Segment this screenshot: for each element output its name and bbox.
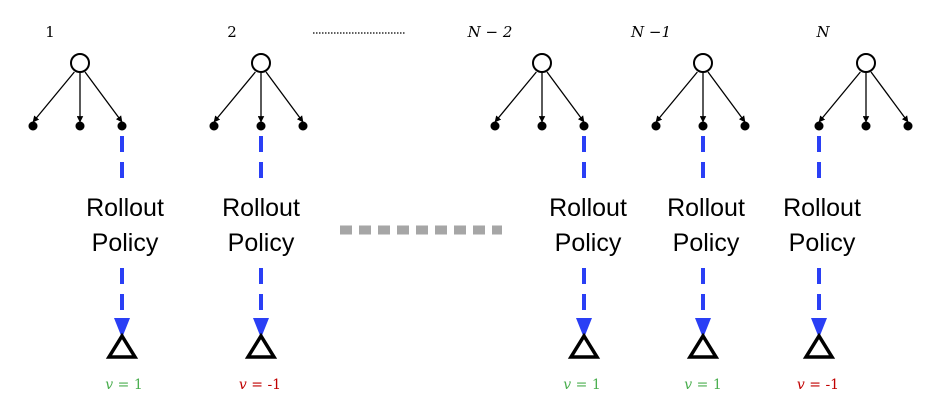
outcome-value-label: v = 1 [105, 377, 142, 393]
policy-label-line1: Rollout [86, 194, 164, 222]
child-node [698, 121, 708, 131]
outcome-value-label: v = 1 [684, 377, 721, 393]
child-node [537, 121, 547, 131]
tree-branch [546, 71, 585, 123]
child-node [298, 121, 308, 131]
outcome-value-variable: v [105, 377, 113, 393]
outcome-value-variable: v [563, 377, 571, 393]
tree-branch [213, 71, 256, 123]
outcome-value-label: v = -1 [239, 377, 281, 393]
policy-label-line1: Rollout [783, 194, 861, 222]
rollout-index-label: 2 [227, 23, 237, 41]
rollout-index-label: N [815, 23, 830, 41]
child-node [814, 121, 824, 131]
tree-branch [818, 71, 861, 123]
rollout-arrowhead [695, 318, 711, 338]
child-node [740, 121, 750, 131]
outcome-value-number: = 1 [113, 377, 143, 393]
child-node [28, 121, 38, 131]
outcome-value-label: v = 1 [563, 377, 600, 393]
terminal-triangle-icon [686, 332, 720, 359]
outcome-value-label: v = -1 [797, 377, 839, 393]
policy-label-line1: Rollout [222, 194, 300, 222]
policy-label-line2: Policy [789, 229, 856, 257]
child-node [75, 121, 85, 131]
rollout-arrowhead [811, 318, 827, 338]
child-node [256, 121, 266, 131]
tree-branch [707, 71, 746, 123]
tree-branch [655, 71, 698, 123]
tree-branch [494, 71, 537, 123]
terminal-triangle-icon [105, 332, 139, 359]
child-node [861, 121, 871, 131]
outcome-value-variable: v [797, 377, 805, 393]
policy-label-line2: Policy [228, 229, 295, 257]
terminal-triangle-icon [567, 332, 601, 359]
child-node [651, 121, 661, 131]
rollout-arrowhead [114, 318, 130, 338]
root-node [532, 53, 552, 73]
rollout-arrowhead [253, 318, 269, 338]
policy-label-line2: Policy [555, 229, 622, 257]
rollout-index-label: 1 [45, 23, 55, 41]
outcome-value-number: = -1 [805, 377, 839, 393]
policy-label-line1: Rollout [549, 194, 627, 222]
rollout-index-label: N − 2 [467, 23, 513, 41]
child-node [490, 121, 500, 131]
tree-branch [32, 71, 75, 123]
root-node [856, 53, 876, 73]
outcome-value-variable: v [239, 377, 247, 393]
policy-label-line2: Policy [673, 229, 740, 257]
root-node [693, 53, 713, 73]
rollout-arrowhead [576, 318, 592, 338]
child-node [117, 121, 127, 131]
policy-label-line1: Rollout [667, 194, 745, 222]
outcome-value-number: = 1 [692, 377, 722, 393]
tree-branch [84, 71, 123, 123]
outcome-value-number: = -1 [247, 377, 281, 393]
root-node [70, 53, 90, 73]
child-node [903, 121, 913, 131]
child-node [209, 121, 219, 131]
root-node [251, 53, 271, 73]
tree-branch [265, 71, 304, 123]
outcome-value-variable: v [684, 377, 692, 393]
child-node [579, 121, 589, 131]
outcome-value-number: = 1 [571, 377, 601, 393]
terminal-triangle-icon [802, 332, 836, 359]
terminal-triangle-icon [244, 332, 278, 359]
policy-label-line2: Policy [92, 229, 159, 257]
tree-branch [870, 71, 909, 123]
rollout-index-label: N −1 [630, 23, 671, 41]
